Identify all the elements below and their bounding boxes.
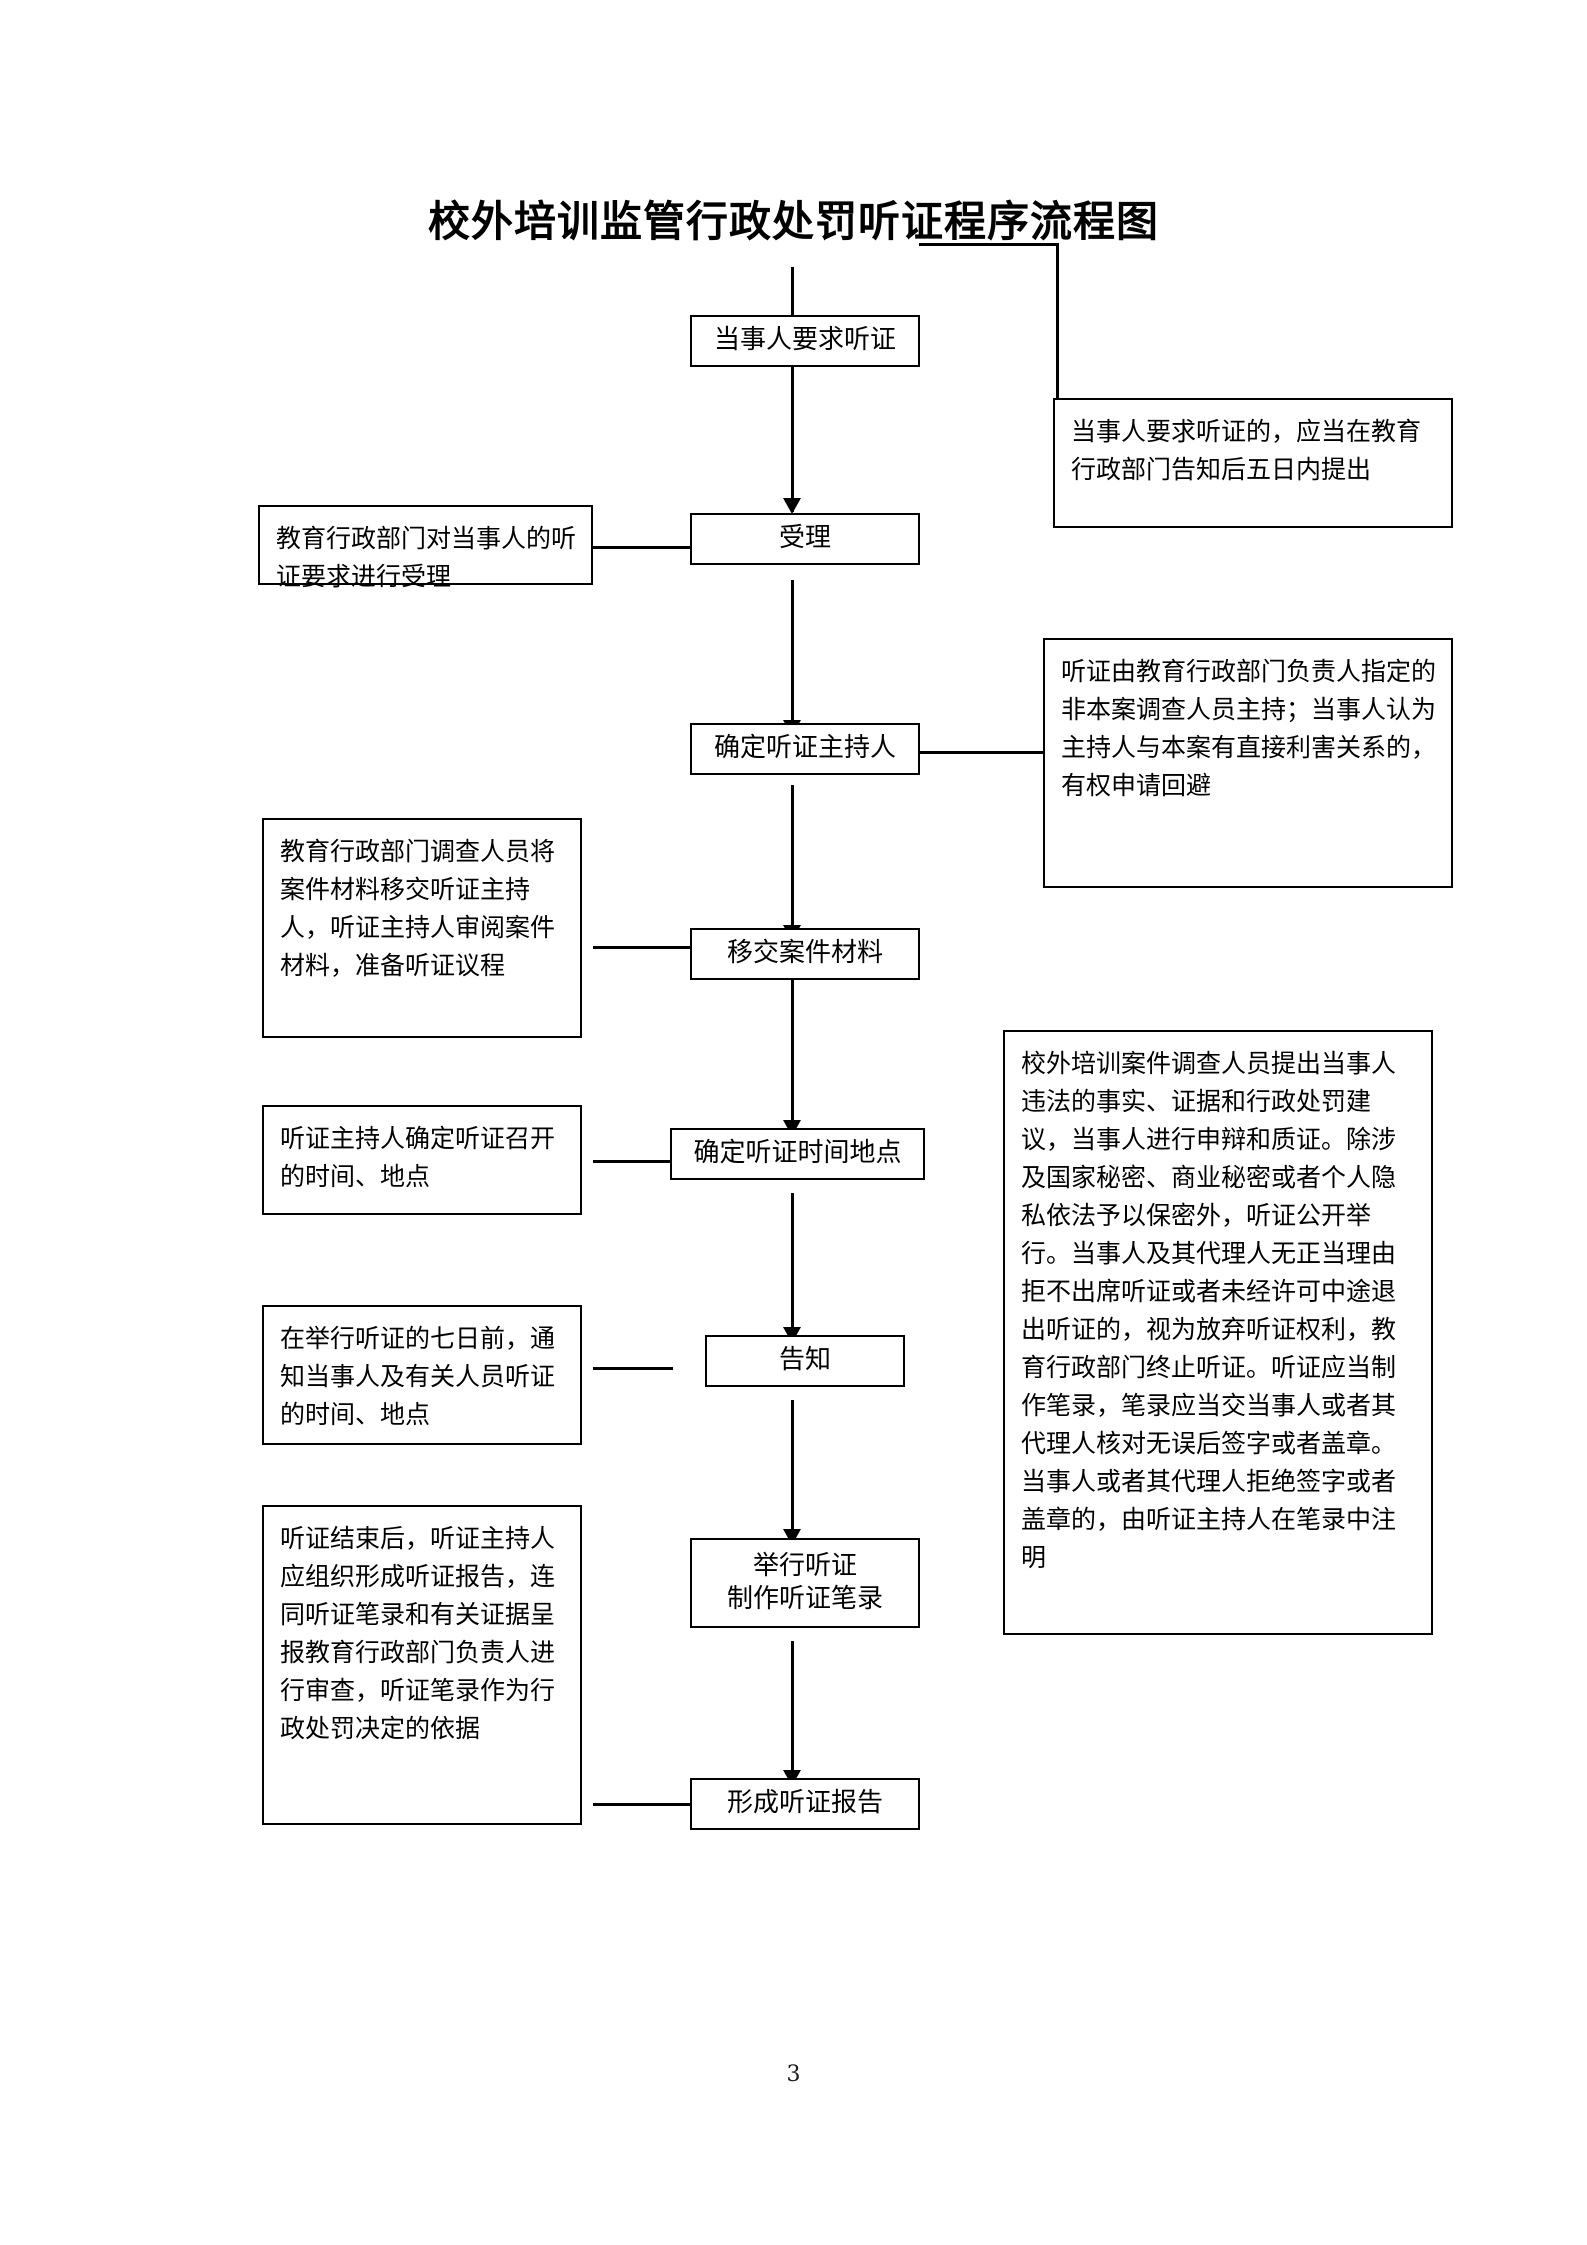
- arrowhead-accept: [783, 498, 801, 514]
- note-accept: 教育行政部门对当事人的听证要求进行受理: [258, 505, 593, 591]
- connector-transfer-note: [593, 946, 693, 949]
- note-hearing-detail-text: 校外培训案件调查人员提出当事人违法的事实、证据和行政处罚建议，当事人进行申辩和质…: [1021, 1049, 1397, 1572]
- connector-report-note: [593, 1803, 693, 1806]
- node-request-hearing[interactable]: 当事人要求听证: [690, 315, 920, 367]
- note-form-report-text: 听证结束后，听证主持人应组织形成听证报告，连同听证笔录和有关证据呈报教育行政部门…: [280, 1524, 556, 1743]
- note-transfer-materials: 教育行政部门调查人员将案件材料移交听证主持人，听证主持人审阅案件材料，准备听证议…: [262, 818, 582, 1038]
- note-hearing-detail: 校外培训案件调查人员提出当事人违法的事实、证据和行政处罚建议，当事人进行申辩和质…: [1003, 1030, 1433, 1635]
- node-accept[interactable]: 受理: [690, 513, 920, 565]
- note-accept-text: 教育行政部门对当事人的听证要求进行受理: [276, 524, 577, 591]
- note-designate-host: 听证由教育行政部门负责人指定的非本案调查人员主持；当事人认为主持人与本案有直接利…: [1043, 638, 1453, 888]
- note-form-report: 听证结束后，听证主持人应组织形成听证报告，连同听证笔录和有关证据呈报教育行政部门…: [262, 1505, 582, 1825]
- note-designate-host-text: 听证由教育行政部门负责人指定的非本案调查人员主持；当事人认为主持人与本案有直接利…: [1061, 657, 1437, 800]
- connector-request-to-accept: [791, 267, 794, 512]
- connector-time-note: [593, 1160, 673, 1163]
- connector-time-to-notify: [791, 1193, 794, 1343]
- connector-hold-to-report: [791, 1641, 794, 1786]
- node-hold-hearing-label-line1: 举行听证: [752, 1550, 857, 1581]
- node-hold-hearing-label-line2: 制作听证笔录: [726, 1584, 883, 1614]
- connector-transfer-to-time: [791, 980, 794, 1135]
- connector-host-to-note: [919, 751, 1046, 754]
- node-designate-host-label: 确定听证主持人: [713, 733, 896, 764]
- note-notify-text: 在举行听证的七日前，通知当事人及有关人员听证的时间、地点: [280, 1324, 556, 1429]
- node-form-report[interactable]: 形成听证报告: [690, 1778, 920, 1830]
- connector-notify-to-hold: [791, 1400, 794, 1545]
- node-hold-hearing[interactable]: 举行听证 制作听证笔录: [690, 1538, 920, 1628]
- node-notify[interactable]: 告知: [705, 1335, 905, 1387]
- node-notify-label: 告知: [778, 1345, 831, 1376]
- page-title: 校外培训监管行政处罚听证程序流程图: [427, 197, 1159, 246]
- node-designate-host[interactable]: 确定听证主持人: [690, 723, 920, 775]
- note-set-time-place-text: 听证主持人确定听证召开的时间、地点: [280, 1124, 556, 1191]
- note-notify: 在举行听证的七日前，通知当事人及有关人员听证的时间、地点: [262, 1305, 582, 1445]
- node-request-hearing-label: 当事人要求听证: [713, 325, 896, 356]
- note-transfer-materials-text: 教育行政部门调查人员将案件材料移交听证主持人，听证主持人审阅案件材料，准备听证议…: [280, 837, 556, 980]
- node-accept-label: 受理: [778, 523, 831, 554]
- connector-notify-note: [593, 1367, 673, 1370]
- connector-request-to-note-v: [1056, 243, 1059, 426]
- node-transfer-materials[interactable]: 移交案件材料: [690, 928, 920, 980]
- node-set-time-place[interactable]: 确定听证时间地点: [670, 1128, 925, 1180]
- node-transfer-materials-label: 移交案件材料: [726, 938, 883, 969]
- connector-accept-note: [593, 546, 693, 549]
- note-request-hearing: 当事人要求听证的，应当在教育行政部门告知后五日内提出: [1053, 398, 1453, 528]
- page-number: 3: [786, 2062, 801, 2087]
- connector-accept-to-host: [791, 580, 794, 735]
- node-set-time-place-label: 确定听证时间地点: [693, 1138, 902, 1169]
- note-set-time-place: 听证主持人确定听证召开的时间、地点: [262, 1105, 582, 1215]
- node-form-report-label: 形成听证报告: [726, 1788, 883, 1819]
- note-request-hearing-text: 当事人要求听证的，应当在教育行政部门告知后五日内提出: [1071, 417, 1422, 484]
- connector-request-to-note: [919, 243, 1059, 246]
- connector-host-to-transfer: [791, 785, 794, 940]
